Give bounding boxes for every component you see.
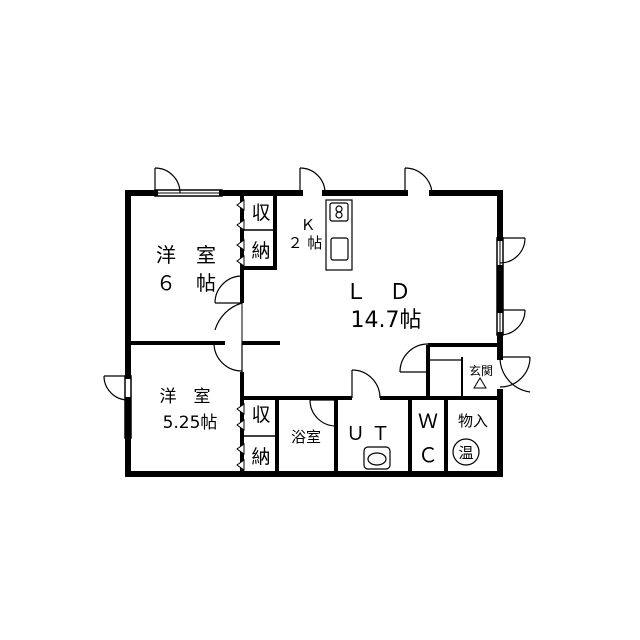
closet-bottom-c1: 収 <box>251 404 270 426</box>
kitchen-counter <box>325 199 353 271</box>
closet-markers <box>236 199 487 471</box>
door-right-ld-2 <box>499 309 526 336</box>
window-top <box>154 189 223 197</box>
door-western-b <box>213 342 243 372</box>
entrance-name: 玄関 <box>469 363 493 378</box>
doors <box>103 167 531 427</box>
door-bath <box>309 399 337 427</box>
door-top-3 <box>404 167 433 194</box>
ld-size: 14.7帖 <box>351 308 422 333</box>
kitchen-name: Ｋ <box>300 216 315 234</box>
western-b-size: 5.25帖 <box>163 413 218 433</box>
door-entrance-outer <box>499 356 531 393</box>
closet-top-c2: 納 <box>251 240 270 262</box>
kitchen-size: ２ 帖 <box>288 234 323 252</box>
western-a-size: ６ 帖 <box>156 271 216 295</box>
water-heater-label: 温 <box>458 444 473 462</box>
door-ut <box>351 369 381 399</box>
ld-name: Ｌ Ｄ <box>345 280 411 305</box>
door-top-2 <box>299 167 326 194</box>
door-left-b <box>103 375 129 401</box>
western-a-name: 洋 室 <box>156 243 216 267</box>
door-western-a <box>214 275 243 343</box>
interior-walls <box>128 193 500 474</box>
storage-name: 物入 <box>458 412 488 430</box>
door-right-ld <box>499 237 526 264</box>
door-top-1 <box>154 167 181 194</box>
utility-name: ＵＴ <box>346 423 396 445</box>
wc-c2: Ｃ <box>418 443 438 467</box>
door-entrance-inner <box>399 343 429 373</box>
closet-top-c1: 収 <box>251 202 270 224</box>
wc-c1: Ｗ <box>418 409 438 433</box>
western-b-name: 洋 室 <box>160 387 211 407</box>
water-heater-circle <box>452 438 480 466</box>
closet-bottom-c2: 納 <box>251 446 270 468</box>
washbasin <box>363 446 391 470</box>
bath-name: 浴室 <box>291 428 321 446</box>
